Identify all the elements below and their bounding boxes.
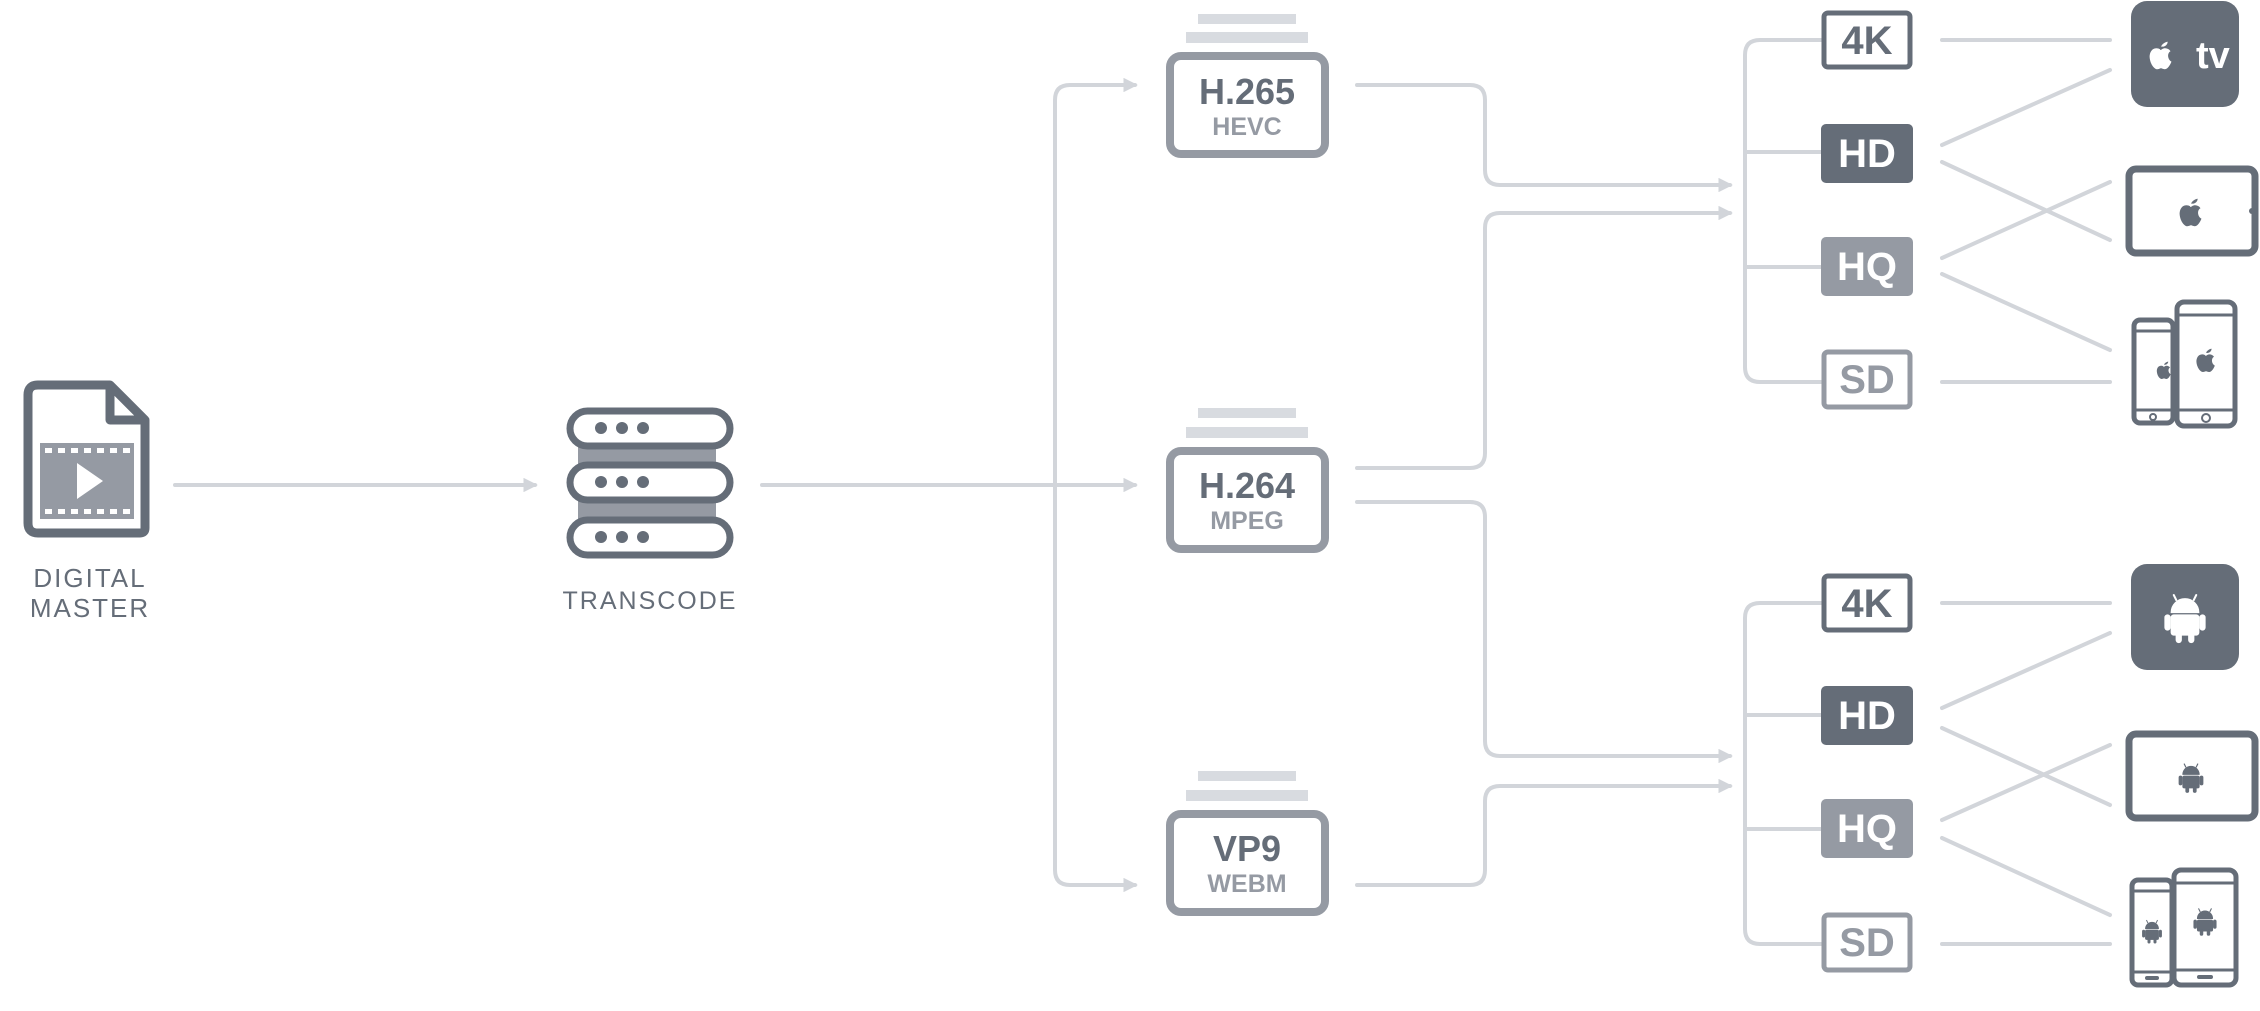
android-quality-hq-badge: HQ [1821, 799, 1913, 858]
apple-quality-bracket [1743, 38, 1824, 384]
digital-master-node: DIGITAL MASTER [23, 380, 150, 623]
android-quality-4k-label: 4K [1841, 582, 1892, 626]
transcode-to-vp9-arrow [1053, 483, 1138, 893]
codec-vp9-main: VP9 [1213, 828, 1281, 869]
transcode-to-h265-arrow [1053, 77, 1138, 487]
codec-h264-node: H.264 MPEG [1166, 408, 1329, 553]
android-phones-icon [2129, 867, 2239, 988]
connector-lines [173, 38, 2112, 946]
android-quality-sd-badge: SD [1821, 912, 1913, 973]
digital-master-label-line2: MASTER [30, 593, 150, 623]
ipad-icon [2125, 165, 2259, 257]
apple-quality-hq-label: HQ [1837, 245, 1897, 289]
apple-quality-sd-label: SD [1839, 358, 1895, 402]
video-file-icon [23, 380, 150, 538]
apple-quality-hq-badge: HQ [1821, 237, 1913, 296]
codec-h265-node: H.265 HEVC [1166, 14, 1329, 158]
android-quality-hd-badge: HD [1821, 686, 1913, 745]
iphones-icon [2131, 299, 2238, 429]
server-stack-icon [566, 407, 734, 559]
codec-h265-main: H.265 [1199, 71, 1295, 112]
apple-quality-4k-label: 4K [1841, 19, 1892, 63]
h265-to-apple-arrow [1355, 83, 1733, 193]
codec-h265-sub: HEVC [1212, 113, 1281, 141]
android-quality-sd-label: SD [1839, 921, 1895, 965]
android-quality-hq-label: HQ [1837, 807, 1897, 851]
codec-h264-main: H.264 [1199, 465, 1295, 506]
h264-to-android-arrow [1355, 500, 1733, 764]
h264-to-apple-arrow [1355, 205, 1733, 470]
codec-h264-sub: MPEG [1210, 507, 1284, 535]
vp9-to-android-arrow [1355, 778, 1733, 887]
codec-vp9-sub: WEBM [1207, 870, 1286, 898]
android-quality-hd-label: HD [1838, 694, 1896, 738]
apple-tv-text: tv [2196, 35, 2230, 77]
transcode-label: TRANSCODE [563, 587, 738, 615]
transcode-node: TRANSCODE [563, 407, 738, 615]
apple-quality-hd-badge: HD [1821, 124, 1913, 183]
android-tablet-icon [2125, 730, 2259, 822]
android-tv-icon [2131, 564, 2239, 670]
apple-quality-hd-label: HD [1838, 132, 1896, 176]
digital-master-label-line1: DIGITAL [33, 563, 146, 593]
apple-quality-sd-badge: SD [1821, 349, 1913, 410]
apple-tv-icon: tv [2131, 1, 2239, 107]
android-quality-4k-badge: 4K [1821, 573, 1913, 633]
apple-quality-4k-badge: 4K [1821, 10, 1913, 70]
codec-vp9-node: VP9 WEBM [1166, 771, 1329, 916]
android-quality-bracket [1743, 601, 1824, 946]
